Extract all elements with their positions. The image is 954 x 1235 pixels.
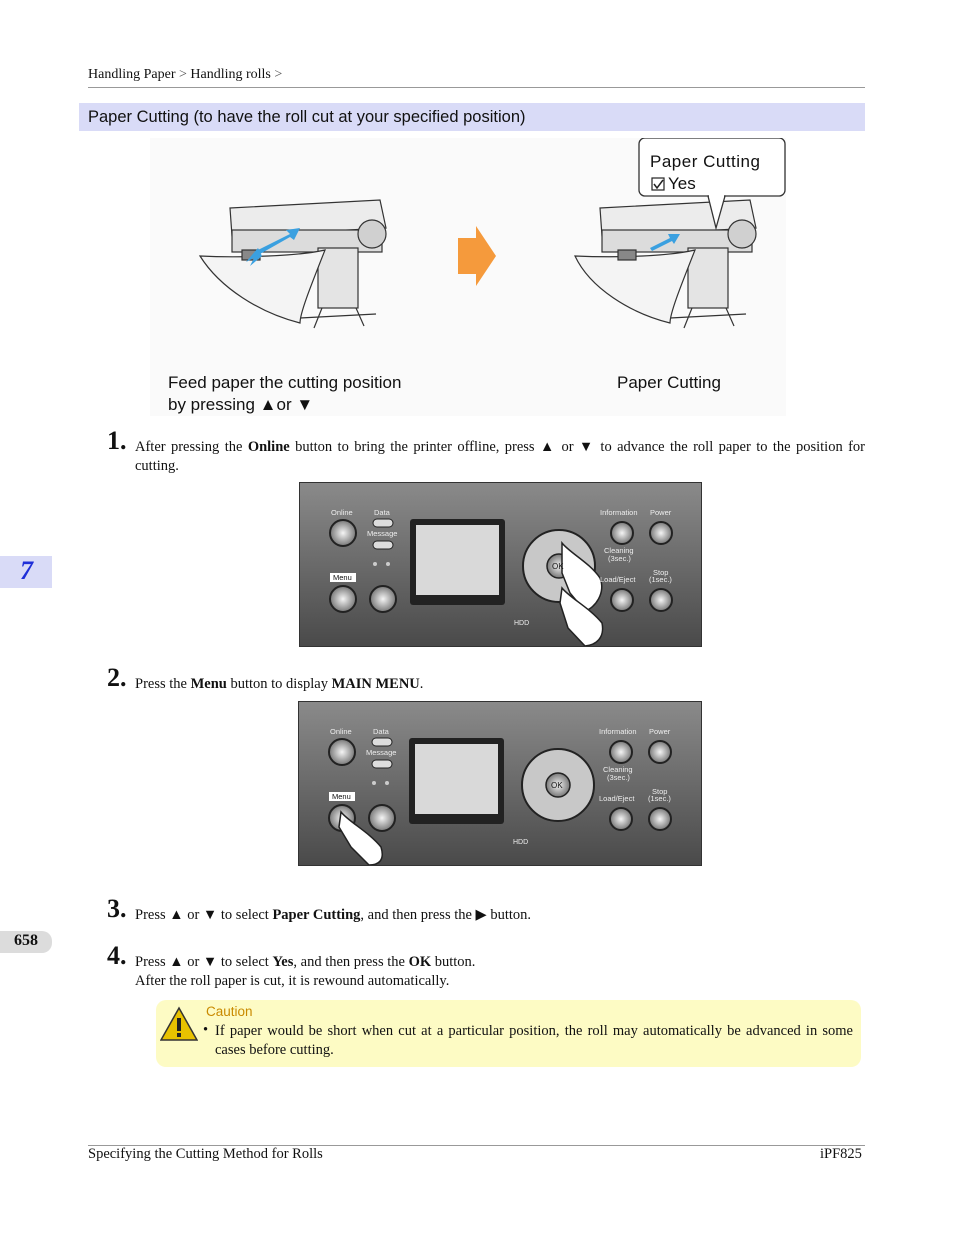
step-1-number: 1. [107, 426, 127, 455]
label-cleaning-time: (3sec.) [607, 773, 630, 782]
step-2-number: 2. [107, 663, 127, 692]
online-button [328, 738, 356, 766]
label-cleaning: Cleaning [604, 546, 634, 555]
label-online: Online [331, 508, 353, 517]
printer-right-illustration [574, 199, 757, 329]
label-data: Data [374, 508, 390, 517]
data-message-button [371, 737, 393, 747]
chapter-tab[interactable] [0, 556, 52, 588]
page-number: 658 [14, 932, 38, 949]
breadcrumb-handling-rolls[interactable]: Handling rolls [190, 67, 271, 82]
arrow-right-icon [458, 226, 496, 286]
label-menu: Menu [332, 792, 351, 801]
power-button [649, 521, 673, 545]
caution-bullet: • [203, 1022, 209, 1038]
caution-label: Caution [206, 1004, 253, 1019]
page-tab [0, 931, 52, 953]
data-message-button [372, 518, 394, 528]
step-4-text: Press ▲ or ▼ to select Yes, and then pre… [135, 954, 476, 989]
printer-illustrations [198, 137, 786, 329]
label-stop-time: (1sec.) [649, 575, 672, 584]
header-rule [88, 87, 865, 88]
caution-text: If paper would be short when cut at a pa… [215, 1023, 853, 1058]
caution-box [156, 1000, 861, 1067]
footer-model: iPF825 [820, 1146, 862, 1162]
label-ok: OK [551, 781, 563, 790]
label-cleaning: Cleaning [603, 765, 633, 774]
figure-paper-cutting: Paper Cutting Yes Feed paper the cutting… [150, 137, 786, 416]
label-load-eject: Load/Eject [599, 794, 635, 803]
label-ok: OK [552, 562, 564, 571]
step-4-number: 4. [107, 941, 127, 970]
online-button [329, 519, 357, 547]
cut-arrow-icon [650, 234, 680, 251]
down-arrow-icon: ▼ [296, 395, 314, 414]
stop-button [649, 588, 673, 612]
checkbox-icon [651, 177, 665, 191]
feed-arrows-icon [246, 228, 300, 266]
information-button [609, 740, 633, 764]
breadcrumb: Handling Paper > Handling rolls > [88, 67, 282, 83]
label-hdd: HDD [514, 620, 530, 627]
menu-label-box [329, 792, 355, 801]
label-data: Data [373, 727, 389, 736]
label-online: Online [330, 727, 352, 736]
step-3-text: Press ▲ or ▼ to select Paper Cutting, an… [135, 907, 532, 923]
caption-feed-paper: Feed paper the cutting position by press… [168, 373, 402, 414]
breadcrumb-separator: > [270, 67, 283, 82]
printer-left-illustration [198, 199, 387, 329]
menu-button [329, 585, 357, 613]
label-cleaning-time: (3sec.) [608, 554, 631, 563]
information-button [610, 521, 634, 545]
load-eject-button [610, 588, 634, 612]
label-power: Power [649, 727, 671, 736]
step-1-text: After pressing the Online button to brin… [135, 439, 865, 474]
menu-label-box [330, 573, 356, 582]
label-stop-time: (1sec.) [648, 794, 671, 803]
control-panel-figure-1: Online Data Message Menu Information Pow… [299, 482, 702, 647]
stop-button [648, 807, 672, 831]
step-3-number: 3. [107, 894, 127, 923]
chapter-number: 7 [20, 556, 33, 585]
power-button [648, 740, 672, 764]
ink-lamp [373, 562, 377, 566]
label-message: Message [366, 748, 397, 757]
footer-rule [88, 1145, 865, 1146]
breadcrumb-handling-paper[interactable]: Handling Paper [88, 67, 176, 82]
back-button [369, 585, 397, 613]
label-information: Information [599, 727, 637, 736]
caption-paper-cutting: Paper Cutting [617, 373, 721, 392]
warning-icon [160, 1006, 198, 1041]
label-menu: Menu [333, 573, 352, 582]
label-information: Information [600, 508, 638, 517]
control-panel-illustration [300, 483, 701, 647]
footer-section-title: Specifying the Cutting Method for Rolls [88, 1146, 323, 1162]
label-stop: Stop [653, 568, 669, 577]
load-eject-button [609, 807, 633, 831]
back-button [368, 804, 396, 832]
control-panel-illustration [299, 702, 701, 866]
label-hdd: HDD [513, 839, 529, 846]
callout-text-paper-cutting: Paper Cutting [650, 152, 761, 171]
up-arrow-icon: ▲ [259, 395, 277, 414]
control-panel-figure-2: Online Data Message Menu Information Pow… [298, 701, 702, 866]
label-load-eject: Load/Eject [600, 575, 636, 584]
ok-button [545, 772, 571, 798]
step-2-text: Press the Menu button to display MAIN ME… [135, 676, 424, 692]
label-power: Power [650, 508, 672, 517]
label-message: Message [367, 529, 398, 538]
section-bar [79, 103, 865, 131]
callout-text-yes: Yes [668, 174, 696, 193]
label-stop: Stop [652, 787, 668, 796]
breadcrumb-separator: > [175, 67, 191, 82]
hand-pointer-icon-2 [559, 586, 604, 647]
section-title: Paper Cutting (to have the roll cut at y… [88, 108, 526, 126]
